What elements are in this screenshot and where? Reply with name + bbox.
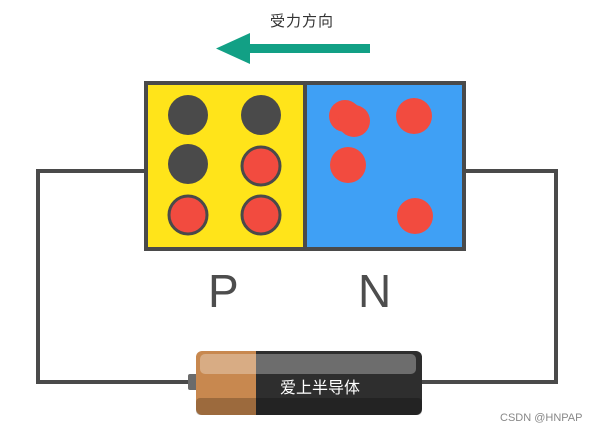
battery-label: 爱上半导体 xyxy=(280,378,361,397)
force-direction-label: 受力方向 xyxy=(270,12,335,30)
n-carrier-red xyxy=(329,100,370,137)
p-carrier-red xyxy=(167,194,209,236)
p-carrier-dark xyxy=(168,95,208,135)
p-carrier-dark xyxy=(168,144,208,184)
p-carrier-red xyxy=(240,145,282,187)
battery-icon xyxy=(188,351,422,415)
force-arrow-icon xyxy=(216,33,370,64)
n-region-label: N xyxy=(358,265,392,317)
p-carrier-red xyxy=(240,194,282,236)
watermark: CSDN @HNPAP xyxy=(500,412,583,424)
p-carrier-dark xyxy=(241,95,281,135)
n-carrier-red xyxy=(397,198,433,234)
n-carrier-red xyxy=(396,98,432,134)
n-carrier-red xyxy=(330,147,366,183)
p-region-label: P xyxy=(208,265,239,317)
n-region xyxy=(303,81,466,251)
circuit-wire xyxy=(36,169,558,384)
